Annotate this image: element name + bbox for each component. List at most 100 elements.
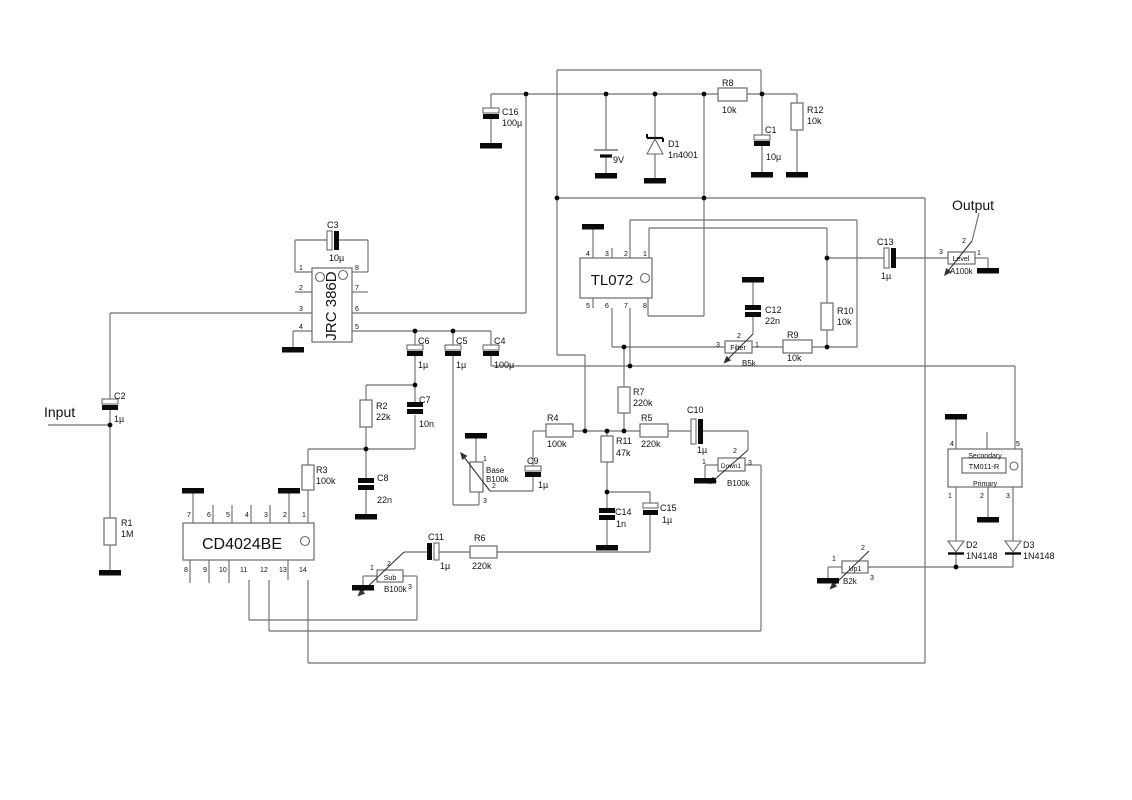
capacitor-plate [326, 230, 333, 251]
junction-dot [759, 91, 765, 97]
cd4024-pin12: 12 [260, 567, 268, 574]
cd4024-pin13: 13 [279, 567, 287, 574]
transformer-marker [1009, 461, 1019, 471]
pot-body-filter [724, 340, 753, 354]
cd4024-pin2: 2 [283, 512, 287, 519]
label-c13: C13 [877, 237, 894, 247]
ic-body-jrc386d [311, 267, 353, 343]
label-c10: C10 [687, 405, 704, 415]
value-d1: 1n4001 [668, 150, 698, 160]
label-r5: R5 [641, 413, 653, 423]
resistor-body-r6 [469, 545, 498, 559]
value-r6: 220k [472, 561, 492, 571]
transformer-ref-label: TM011-R [969, 462, 1000, 471]
value-c15: 1µ [662, 515, 672, 525]
capacitor-plate [406, 344, 424, 351]
pot-label-up1: Up1 [849, 566, 862, 573]
label-c1: C1 [765, 125, 777, 135]
label-r4: R4 [547, 413, 559, 423]
capacitor-plate [483, 351, 499, 356]
ground-symbol [595, 173, 617, 179]
jrc-pin3: 3 [299, 306, 303, 313]
resistor-body-r3 [301, 464, 315, 491]
resistor-body-r4 [545, 423, 574, 438]
pot-wiper-arrow-base [460, 451, 491, 492]
jrc-pin7: 7 [355, 285, 359, 292]
transformer-pin2: 2 [980, 493, 984, 500]
diode-d3 [1003, 540, 1023, 553]
resistor-body-r1 [103, 517, 117, 546]
jrc-pin4: 4 [299, 324, 303, 331]
capacitor-plate [483, 114, 499, 119]
capacitor-plate [690, 418, 697, 445]
tl072-pin3: 3 [605, 251, 609, 258]
pot-body-level [947, 251, 976, 265]
resistor-body-r2 [359, 399, 373, 428]
value-r2: 22k [376, 412, 391, 422]
pot-pin1-level: 1 [977, 250, 981, 257]
label-r10: R10 [837, 306, 854, 316]
ground-symbol [182, 488, 204, 494]
value-c8: 22n [377, 495, 392, 505]
capacitor-plate [883, 247, 890, 269]
label-c6: C6 [418, 336, 430, 346]
value-c11: 1µ [440, 561, 450, 571]
label-r6: R6 [474, 533, 486, 543]
tl072-pin6: 6 [605, 303, 609, 310]
value-r8: 10k [722, 105, 737, 115]
symbol-layer [357, 134, 1023, 597]
zener-d1 [646, 137, 664, 155]
label-r7: R7 [633, 387, 645, 397]
resistor-body-r5 [639, 423, 669, 438]
ground-symbol [945, 414, 967, 420]
transformer-secondary-label: Secondary [968, 453, 1002, 460]
cd4024-pin11: 11 [240, 567, 247, 574]
capacitor-plate [101, 398, 119, 405]
ground-symbol [465, 433, 487, 439]
ground-symbol [582, 224, 604, 230]
junction-dot [824, 255, 830, 261]
value-r3: 100k [316, 476, 336, 486]
ic-label-jrc386d: JRC 386D [323, 271, 340, 340]
transformer-pin5: 5 [1016, 441, 1020, 448]
transformer-pin3: 3 [1006, 493, 1010, 500]
value-r12: 10k [807, 116, 822, 126]
resistor-body-r9 [782, 339, 813, 354]
value-r5: 220k [641, 439, 661, 449]
junction-dot [621, 428, 627, 434]
cd4024-pin4: 4 [245, 512, 249, 519]
pot-label-level: Level [953, 256, 970, 263]
pot-pin1-base: 1 [483, 456, 487, 463]
pot-pin2-base: 2 [492, 483, 496, 490]
junction-dot [412, 328, 418, 334]
junction-dot [604, 489, 610, 495]
ground-symbol [480, 143, 502, 149]
capacitor-plate [445, 351, 461, 356]
cd4024-pin5: 5 [226, 512, 230, 519]
capacitor-plate [407, 351, 423, 356]
cd4024-pin6: 6 [207, 512, 211, 519]
resistor-body-r10 [820, 302, 834, 331]
cd4024-pin3: 3 [264, 512, 268, 519]
cd4024-pin8: 8 [184, 567, 188, 574]
pot-pin1-filter: 1 [755, 342, 759, 349]
capacitor-plate [524, 465, 542, 472]
junction-dot [412, 382, 418, 388]
value-d2: 1N4148 [966, 551, 998, 561]
ic-pin1-marker-jrc386d [314, 271, 326, 283]
tl072-pin5: 5 [586, 303, 590, 310]
label-r3: R3 [316, 465, 328, 475]
capacitor-plate [482, 107, 500, 114]
capacitor-plate [407, 409, 423, 414]
capacitor-plate [525, 472, 541, 477]
capacitor-plate [334, 231, 339, 250]
transformer-pin4: 4 [950, 441, 954, 448]
pot-value-down1: B100k [727, 479, 751, 488]
junction-dot [107, 422, 113, 428]
value-r4: 100k [547, 439, 567, 449]
label-c12: C12 [765, 305, 782, 315]
pot-wiper-arrow-level [944, 240, 973, 276]
capacitor-plate [433, 542, 440, 561]
jrc-pin5: 5 [355, 324, 359, 331]
